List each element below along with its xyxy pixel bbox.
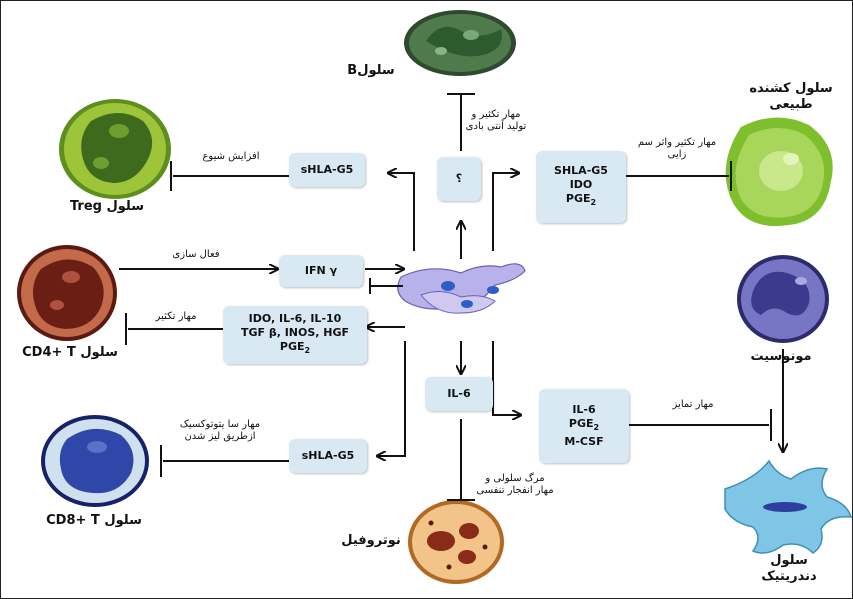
arrow-center-to-shla-top	[389, 173, 415, 251]
b-cell-icon	[404, 10, 516, 76]
treg-cell-name: سلول Treg	[69, 199, 145, 214]
activation-label: فعال سازی	[172, 249, 220, 260]
shla-ido-pge2-box: SHLA-G5 IDO PGE2	[536, 151, 626, 223]
msc-cells-icon	[397, 263, 526, 314]
cd4-t-cell-name: سلول CD4+ T	[22, 345, 118, 360]
neutrophil-name: نوتروفیل	[341, 533, 401, 548]
monocyte-name: مونوسیت	[750, 349, 812, 364]
shla-right-line-1: SHLA-G5	[554, 163, 608, 177]
shla-g5-bottom-box: sHLA-G5	[289, 439, 367, 473]
nk-cell-name: سلول کشنده طبیعی	[749, 81, 833, 112]
arrow-center-to-shla-right	[492, 173, 518, 251]
il6-box-line-3: M-CSF	[564, 435, 604, 449]
monocyte-inhibit-label: مهار تمایز	[672, 399, 714, 410]
ifn-gamma-box: IFN γ	[279, 255, 363, 287]
nk-inhibit-label: مهار تکثیر واثر سم زایی	[637, 137, 717, 160]
shla-g5-top-box: sHLA-G5	[289, 153, 365, 187]
mediators-box: IDO, IL-6, IL-10 TGF β, INOS, HGF PGE2	[223, 306, 367, 364]
shla-g5-top-label: sHLA-G5	[300, 163, 354, 176]
nk-cell-icon	[725, 117, 833, 227]
neutrophil-effect-label: مرگ سلولی و مهار انفجار تنفسی	[476, 473, 554, 496]
neutrophil-icon	[408, 500, 504, 584]
unknown-factor-box: ؟	[437, 157, 481, 201]
shla-right-line-3: PGE2	[565, 191, 597, 208]
arrow-center-to-il6-box	[492, 341, 520, 415]
mediators-line-1: IDO, IL-6, IL-10	[248, 311, 342, 325]
cd4-t-cell-icon	[17, 245, 117, 341]
treg-increase-label: افزایش شیوع	[202, 151, 260, 162]
cd8-t-cell-name: سلول CD8+ T	[46, 513, 142, 528]
mediators-line-3: PGE2	[279, 339, 311, 356]
ifn-gamma-label: IFN γ	[304, 264, 338, 277]
dendritic-cell-name: سلول دندریتیک	[761, 553, 817, 584]
dendritic-cell-icon	[724, 459, 852, 554]
b-cell-name: سلولB	[347, 63, 395, 78]
il6-label: IL-6	[447, 387, 471, 400]
unknown-factor-label: ؟	[455, 172, 463, 185]
shla-g5-bottom-label: sHLA-G5	[301, 449, 355, 462]
il6-box-line-2: PGE2	[568, 416, 600, 433]
il6-box: IL-6	[425, 377, 493, 411]
shla-right-line-2: IDO	[569, 177, 593, 191]
arrow-center-to-shla-bottom	[378, 341, 406, 456]
treg-cell-icon	[59, 99, 171, 199]
monocyte-icon	[737, 255, 829, 343]
il6-pge2-mcsf-box: IL-6 PGE2 M-CSF	[539, 389, 629, 463]
mediators-line-2: TGF β, INOS, HGF	[240, 325, 350, 339]
cd8-inhibit-label: مهار سا یتوتوکسیک ازطریق لیز شدن	[179, 419, 261, 442]
cd8-t-cell-icon	[41, 415, 149, 507]
cd4-inhibit-label: مهار تکثیر	[155, 311, 197, 322]
il6-box-line-1: IL-6	[572, 402, 596, 416]
b-inhibit-label: مهار تکثیر و تولید آنتی بادی	[465, 109, 527, 132]
